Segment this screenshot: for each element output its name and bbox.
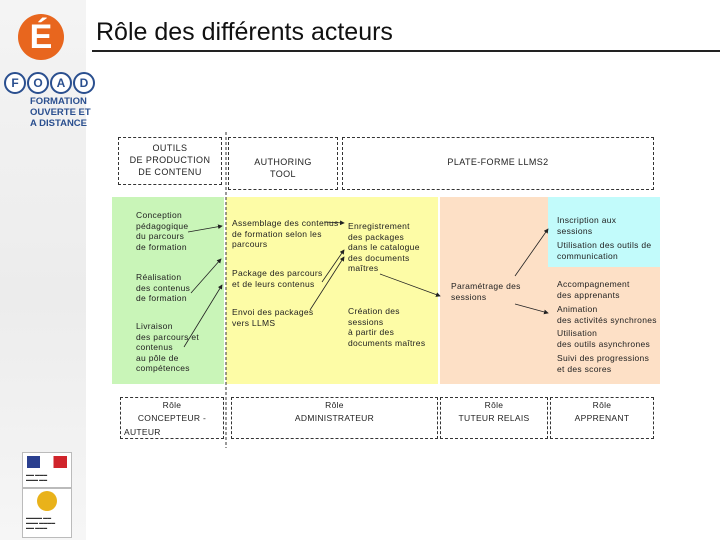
frame-role-administrateur [231, 397, 438, 439]
frame-role-apprenant [550, 397, 654, 439]
foad-caption: FORMATION OUVERTE ET A DISTANCE [30, 96, 91, 129]
frame-outils-header [118, 137, 222, 185]
arrow-assemblage [323, 220, 345, 226]
frame-role-tuteur [440, 397, 548, 439]
frame-authoring-header [228, 137, 338, 190]
arrow-to-inscription [514, 228, 549, 277]
education-logo-icon: É [18, 14, 64, 60]
foad-letter: A [50, 72, 72, 94]
frame-platform-header [342, 137, 654, 190]
foad-letter: D [73, 72, 95, 94]
header-platform: PLATE-FORME LLMS2 [447, 157, 549, 167]
foad-letter: F [4, 72, 26, 94]
arrow-enregistrement [379, 273, 441, 297]
header-outils: OUTILS DE PRODUCTION DE CONTENU [129, 143, 211, 177]
block-tuteur [440, 197, 548, 384]
arrow-to-accompagnement [514, 303, 549, 315]
title-divider [92, 50, 720, 52]
role-tuteur: Rôle TUTEUR RELAIS [458, 400, 530, 423]
block-concepteur [112, 197, 224, 384]
arrow-livraison [183, 284, 223, 348]
arrow-package [321, 249, 345, 283]
block-apprenant-bottom [548, 267, 660, 384]
republique-francaise-logo-icon: ▬▬ ▬▬▬▬▬▬ ▬▬ [22, 452, 72, 488]
role-administrateur: Rôle ADMINISTRATEUR [294, 400, 375, 423]
frame-role-concepteur [120, 397, 224, 439]
block-admin [342, 197, 438, 384]
page-title: Rôle des différents acteurs [96, 18, 393, 46]
block-apprenant-top [548, 197, 660, 267]
ministry-seal-icon: ▬▬▬▬ ▬▬▬▬▬ ▬▬▬▬▬▬ ▬▬▬ [22, 488, 72, 538]
arrow-conception [187, 224, 223, 233]
foad-logo: F O A D [4, 72, 95, 94]
header-authoring: AUTHORING TOOL [254, 157, 312, 179]
arrow-realisation [190, 258, 222, 294]
arrow-envoi [309, 256, 345, 311]
foad-letter: O [27, 72, 49, 94]
role-concepteur-cont: AUTEUR [124, 427, 161, 437]
role-apprenant: Rôle APPRENANT [574, 400, 630, 423]
role-concepteur: Rôle CONCEPTEUR - [137, 400, 207, 423]
